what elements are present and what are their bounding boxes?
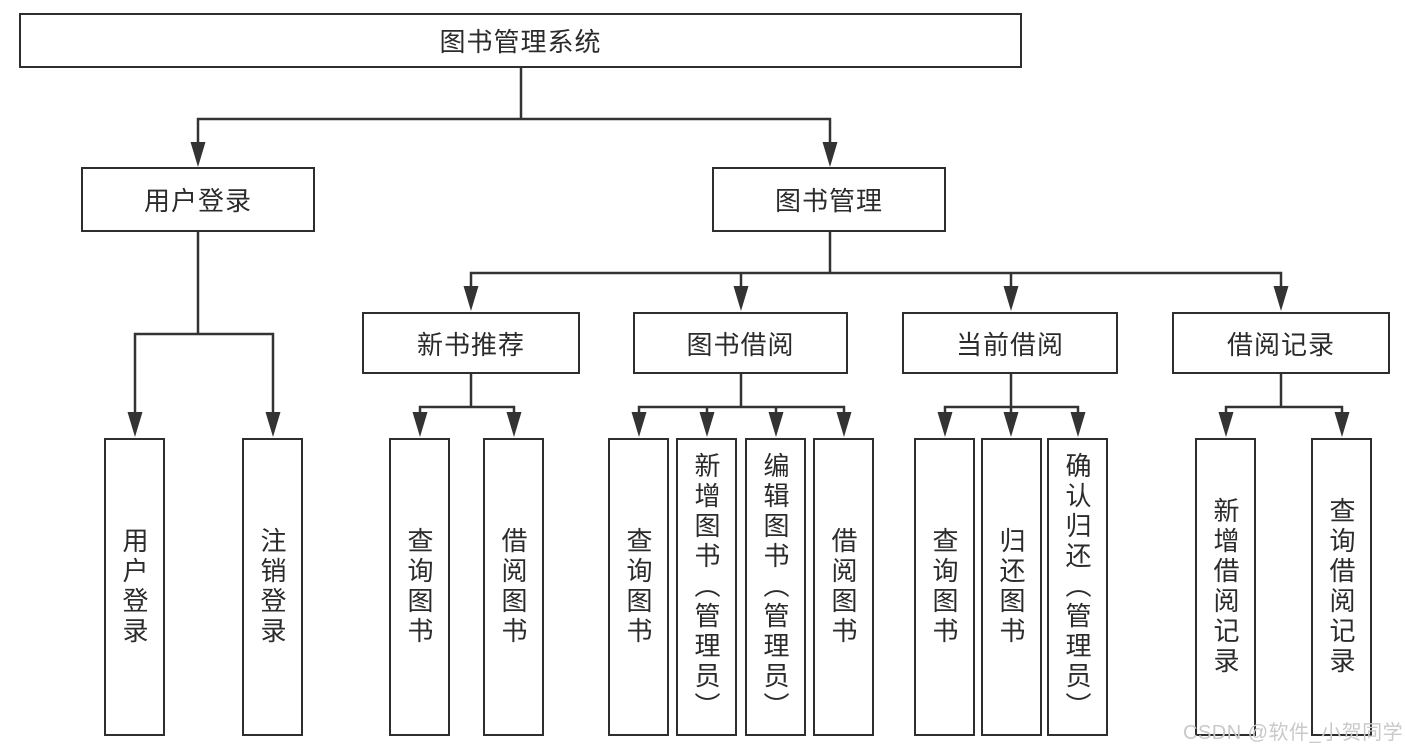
node-new-book-recommendation: 新书推荐: [362, 312, 580, 374]
node-query-borrow-record: 查询借阅记录: [1311, 438, 1372, 736]
arrowhead: [1218, 412, 1234, 437]
node-label: 新增图书（管理员）: [691, 452, 721, 722]
node-confirm-return-admin: 确认归还（管理员）: [1047, 438, 1108, 736]
arrowhead: [265, 412, 281, 437]
node-label: 查询图书: [404, 527, 434, 647]
arrowhead: [190, 142, 206, 167]
node-current-borrowing: 当前借阅: [902, 312, 1118, 374]
arrowhead: [127, 412, 143, 437]
node-book-management: 图书管理: [712, 167, 946, 232]
node-label: 当前借阅: [955, 329, 1064, 360]
arrowhead: [733, 286, 749, 311]
node-label: 用户登录: [119, 527, 149, 647]
arrowhead: [768, 412, 784, 437]
node-query-books-under-borrowing: 查询图书: [608, 438, 669, 736]
watermark: CSDN @软件_小贺同学: [1183, 722, 1404, 744]
arrowhead: [836, 412, 852, 437]
arrowhead: [937, 412, 953, 437]
node-borrow-books-under-recommendation: 借阅图书: [483, 438, 544, 736]
arrowhead: [1003, 286, 1019, 311]
connector-new-book-rec-to-children: [418, 374, 516, 416]
arrowhead: [1273, 286, 1289, 311]
node-label: 图书管理: [774, 186, 883, 216]
node-label: 用户登录: [143, 186, 252, 216]
arrowhead: [506, 412, 522, 437]
node-label: 借阅图书: [828, 527, 858, 647]
arrowhead: [463, 286, 479, 311]
arrowhead: [699, 412, 715, 437]
node-label: 借阅图书: [498, 527, 528, 647]
node-edit-book-admin: 编辑图书（管理员）: [745, 438, 806, 736]
node-user-login: 用户登录: [81, 167, 315, 232]
node-label: 注销登录: [257, 527, 287, 647]
arrowhead: [822, 142, 838, 167]
node-label: 查询图书: [929, 527, 959, 647]
arrowhead: [1334, 412, 1350, 437]
node-label: 图书借阅: [686, 329, 795, 360]
node-return-book: 归还图书: [981, 438, 1042, 736]
node-label: 查询借阅记录: [1326, 497, 1356, 677]
connector-book-management-to-children: [469, 232, 1283, 290]
node-query-books-under-current: 查询图书: [914, 438, 975, 736]
arrowhead: [1003, 412, 1019, 437]
connector-current-borrow-to-children: [943, 374, 1080, 416]
node-add-borrow-record: 新增借阅记录: [1195, 438, 1256, 736]
node-logout-action: 注销登录: [242, 438, 303, 736]
node-library-management-system: 图书管理系统: [19, 13, 1022, 68]
node-label: 借阅记录: [1226, 329, 1335, 360]
connector-book-borrow-to-children: [637, 374, 846, 416]
node-label: 新增借阅记录: [1210, 497, 1240, 677]
connector-root-to-level2: [196, 68, 832, 146]
node-label: 确认归还（管理员）: [1062, 452, 1092, 722]
node-book-borrowing: 图书借阅: [633, 312, 848, 374]
node-add-book-admin: 新增图书（管理员）: [676, 438, 737, 736]
node-label: 查询图书: [623, 527, 653, 647]
node-label: 归还图书: [996, 527, 1026, 647]
connector-borrow-record-to-children: [1224, 374, 1344, 416]
node-label: 编辑图书（管理员）: [760, 452, 790, 722]
node-borrow-books-under-borrowing: 借阅图书: [813, 438, 874, 736]
node-query-books-under-recommendation: 查询图书: [389, 438, 450, 736]
node-label: 图书管理系统: [439, 27, 602, 57]
node-user-login-action: 用户登录: [104, 438, 165, 736]
node-label: 新书推荐: [416, 329, 525, 360]
connector-user-login-to-children: [133, 232, 275, 416]
arrowhead: [1070, 412, 1086, 437]
node-borrowing-records: 借阅记录: [1172, 312, 1390, 374]
arrowhead: [631, 412, 647, 437]
arrowhead: [412, 412, 428, 437]
